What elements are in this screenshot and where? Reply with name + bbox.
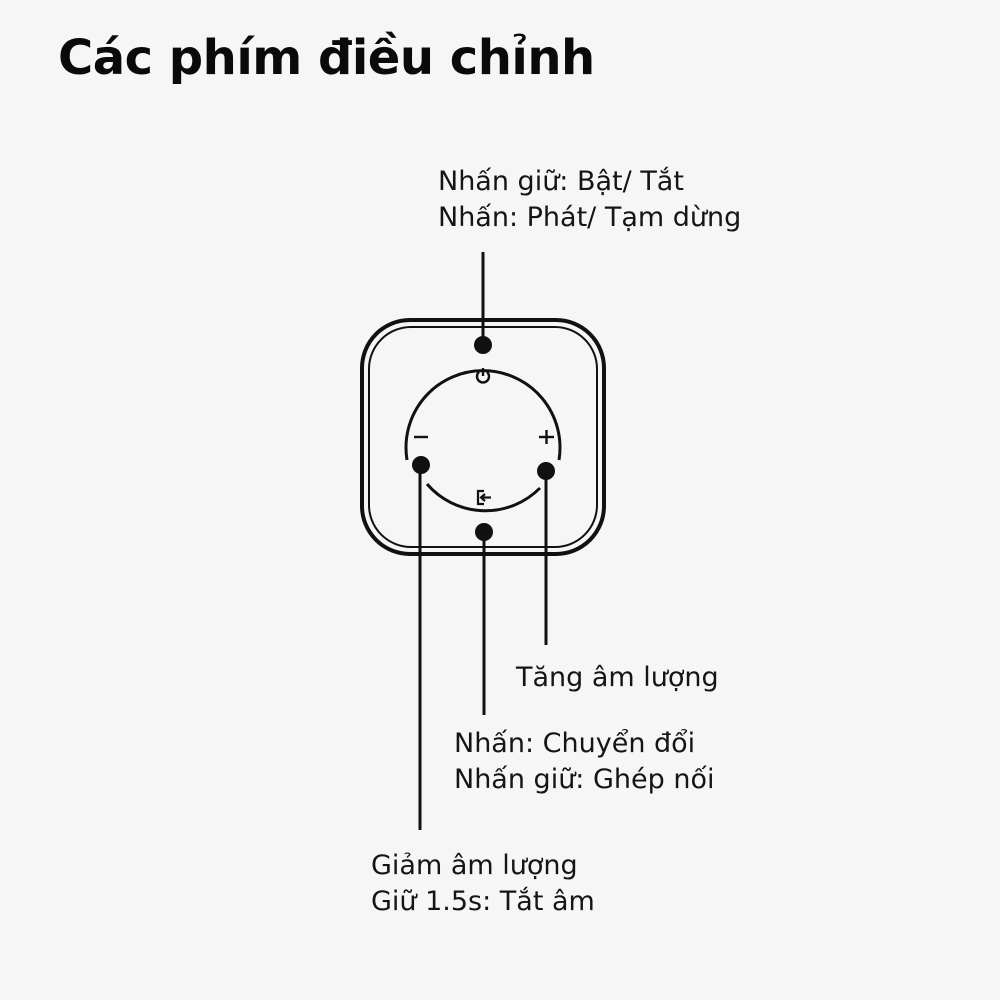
- power-icon: [475, 368, 491, 384]
- power-label-line1: Nhấn giữ: Bật/ Tắt: [438, 166, 684, 197]
- mode-button-label: Nhấn: Chuyển đổi Nhấn giữ: Ghép nối: [454, 726, 714, 798]
- volume-up-label-line1: Tăng âm lượng: [516, 662, 719, 693]
- power-button-label: Nhấn giữ: Bật/ Tắt Nhấn: Phát/ Tạm dừng: [438, 164, 741, 236]
- volume-down-label: Giảm âm lượng Giữ 1.5s: Tắt âm: [371, 848, 595, 920]
- power-button[interactable]: [474, 336, 492, 354]
- mode-button[interactable]: [475, 523, 493, 541]
- input-source-icon: [476, 489, 491, 506]
- volume-down-label-line1: Giảm âm lượng: [371, 850, 578, 881]
- device-outline: [360, 318, 606, 556]
- volume-down-button[interactable]: [412, 456, 430, 474]
- control-ring: [404, 369, 562, 513]
- mode-label-line1: Nhấn: Chuyển đổi: [454, 728, 696, 759]
- power-label-line2: Nhấn: Phát/ Tạm dừng: [438, 202, 742, 233]
- volume-up-label: Tăng âm lượng: [516, 660, 719, 696]
- page-title: Các phím điều chỉnh: [58, 30, 595, 86]
- mode-label-line2: Nhấn giữ: Ghép nối: [454, 764, 715, 795]
- volume-up-button[interactable]: [537, 462, 555, 480]
- volume-down-label-line2: Giữ 1.5s: Tắt âm: [371, 886, 595, 917]
- plus-icon: [539, 430, 554, 444]
